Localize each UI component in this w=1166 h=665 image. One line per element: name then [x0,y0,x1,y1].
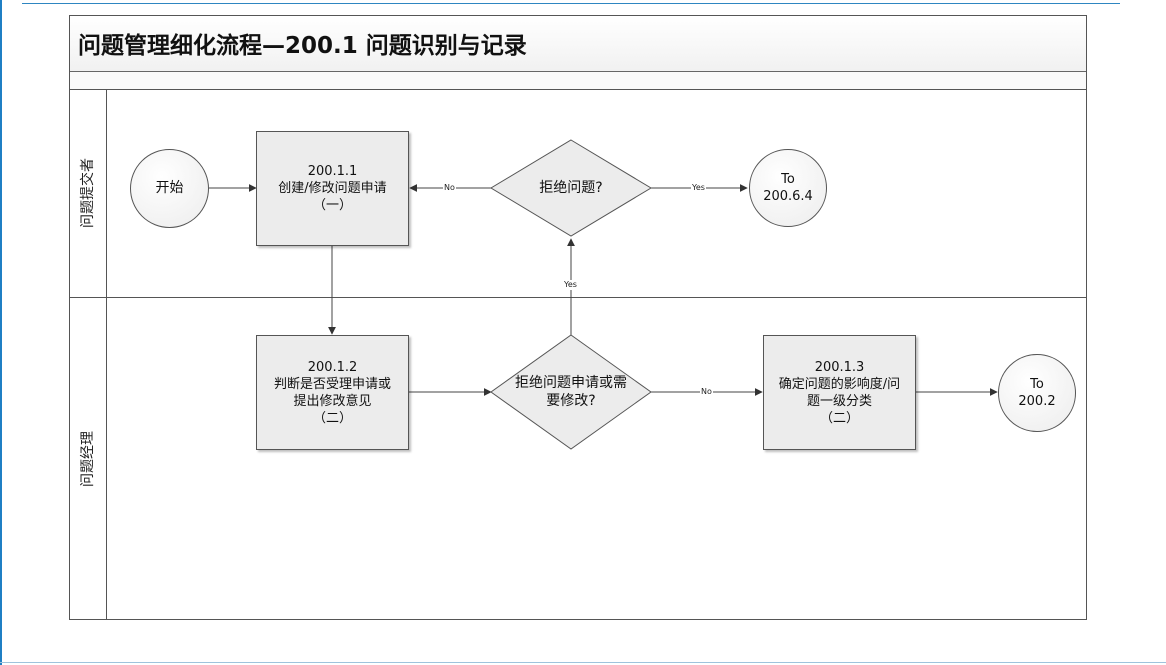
left-accent-bar [0,0,2,665]
connector-target: 200.6.4 [763,189,813,204]
decision-diamond-2 [490,334,652,450]
process-text: 判断是否受理申请或 [273,376,391,392]
process-id: 200.1.3 [814,359,865,375]
diagram-title: 问题管理细化流程—200.1 问题识别与记录 [78,33,527,59]
process-200-1-2: 200.1.2 判断是否受理申请或 提出修改意见 （二） [256,335,409,450]
connector-to: To [1030,377,1044,392]
process-200-1-3: 200.1.3 确定问题的影响度/问 题一级分类 （二） [763,335,916,450]
process-tag: （二） [312,410,352,426]
connector-to: To [781,172,795,187]
decision-diamond-1 [490,139,652,237]
process-200-1-1: 200.1.1 创建/修改问题申请 （一） [256,131,409,246]
process-id: 200.1.1 [307,164,358,179]
diagram-frame [69,15,1087,620]
decision-1-label: 拒绝问题? [495,174,647,202]
start-label: 开始 [155,180,184,196]
bottom-rule [0,662,1166,663]
top-rule [22,3,1120,4]
edge-label-d2-no: No [700,387,713,397]
start-node: 开始 [130,149,209,228]
decision-text: 拒绝问题? [539,180,603,196]
decision-text: 拒绝问题申请或需 [515,375,627,391]
lane-divider [70,297,1086,298]
decision-text: 要修改? [546,393,596,409]
title-band: 问题管理细化流程—200.1 问题识别与记录 [70,16,1086,72]
process-text: 确定问题的影响度/问 [778,376,901,392]
process-tag: （二） [819,410,859,426]
header-sub-band [70,72,1086,90]
process-tag: （一） [312,198,352,213]
edge-label-d1-no: No [443,183,456,193]
edge-label-d1-yes: Yes [691,183,706,193]
process-text: 提出修改意见 [293,393,372,409]
decision-2-label: 拒绝问题申请或需 要修改? [497,372,645,412]
offpage-connector-200-6-4: To 200.6.4 [749,149,827,227]
process-id: 200.1.2 [307,359,358,375]
offpage-connector-200-2: To 200.2 [998,354,1076,432]
connector-target: 200.2 [1018,394,1056,409]
process-text: 题一级分类 [806,393,872,409]
lane-label-column-rule [106,90,107,620]
edge-label-d2-yes: Yes [563,280,578,290]
process-text: 创建/修改问题申请 [278,181,387,196]
